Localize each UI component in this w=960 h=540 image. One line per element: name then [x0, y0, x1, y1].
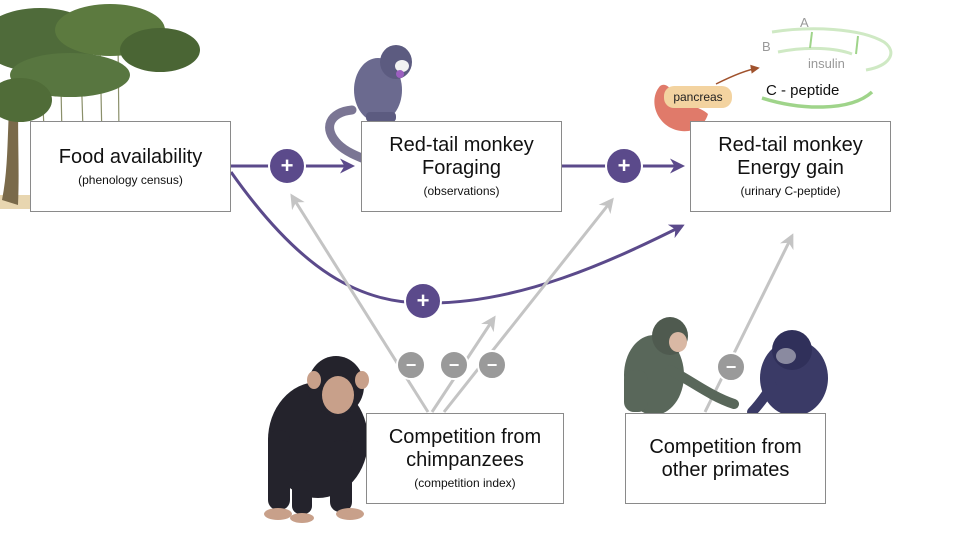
node-subtitle: (urinary C-peptide) [740, 184, 841, 198]
chimp-face [322, 376, 354, 414]
chimp-arm [268, 430, 290, 510]
chimp-ear [307, 371, 321, 389]
positive-badge: + [268, 147, 306, 185]
insulin-label: insulin [808, 56, 845, 71]
tree-canopy [0, 78, 52, 122]
node-title: Foraging [422, 157, 501, 179]
secretion-arrow [715, 64, 760, 85]
node-title: chimpanzees [406, 449, 524, 471]
c-peptide-chain [761, 90, 874, 109]
node-title: Energy gain [737, 157, 844, 179]
pancreas-label: pancreas [673, 90, 722, 104]
positive-badge: + [404, 282, 442, 320]
chain-a-label: A [800, 15, 809, 30]
chimp-hand [264, 508, 292, 520]
primate-blue-arm [747, 381, 777, 417]
node-subtitle: (competition index) [414, 476, 516, 490]
chimp-arm [330, 440, 352, 512]
chimp-ear [355, 371, 369, 389]
node-title: other primates [661, 458, 790, 481]
monkey-nose [395, 60, 409, 72]
primate-green-face [669, 332, 687, 352]
primate-green-leg [624, 370, 648, 412]
pancreas-tag [664, 86, 732, 108]
c-peptide-label: C - peptide [766, 82, 839, 99]
tree-canopy [120, 28, 200, 72]
svg-text:+: + [618, 153, 631, 178]
arrow-other-primates-to-energy-link [703, 233, 794, 413]
insulin-illustration: A B insulin C - peptide pancreas [654, 15, 893, 132]
node-subtitle: (phenology census) [78, 172, 183, 187]
node-title: Competition from [649, 435, 802, 458]
svg-text:+: + [417, 288, 430, 313]
svg-text:+: + [281, 153, 294, 178]
other-primates-illustration [624, 317, 828, 417]
node-subtitle: (observations) [423, 184, 500, 198]
tree-illustration [0, 4, 200, 209]
chain-b-label: B [762, 39, 771, 54]
disulfide-bond [809, 31, 813, 49]
node-title: Red-tail monkey [389, 134, 534, 156]
disulfide-bond [855, 35, 859, 55]
chimp-hand [336, 508, 364, 520]
negative-badge: − [396, 350, 426, 380]
node-red-tail-energy-gain: Red-tail monkey Energy gain (urinary C-p… [690, 121, 891, 212]
negative-badge: − [716, 352, 746, 382]
chimp-leg [292, 470, 312, 514]
node-competition-chimpanzees: Competition from chimpanzees (competitio… [366, 413, 564, 504]
arrow-chimp-to-foraging-energy-link [442, 197, 614, 413]
svg-text:−: − [726, 357, 737, 377]
svg-text:−: − [487, 355, 498, 375]
primate-green-arm [665, 365, 739, 409]
node-red-tail-foraging: Red-tail monkey Foraging (observations) [361, 121, 562, 212]
insulin-chain-a [771, 27, 893, 72]
node-title: Red-tail monkey [718, 134, 863, 156]
insulin-chain-b [777, 46, 853, 56]
node-competition-other-primates: Competition from other primates [625, 413, 826, 504]
svg-text:−: − [406, 355, 417, 375]
node-title: Competition from [388, 426, 542, 448]
primate-blue-face [776, 348, 796, 364]
chimpanzee-illustration [264, 356, 369, 523]
node-food-availability: Food availability (phenology census) [30, 121, 231, 212]
chimp-foot [290, 513, 314, 523]
monkey-feet [366, 112, 396, 122]
positive-badge: + [605, 147, 643, 185]
node-title: Food availability [58, 145, 203, 168]
negative-badge: − [439, 350, 469, 380]
monkey-food [396, 70, 404, 78]
svg-text:−: − [449, 355, 460, 375]
negative-badge: − [477, 350, 507, 380]
